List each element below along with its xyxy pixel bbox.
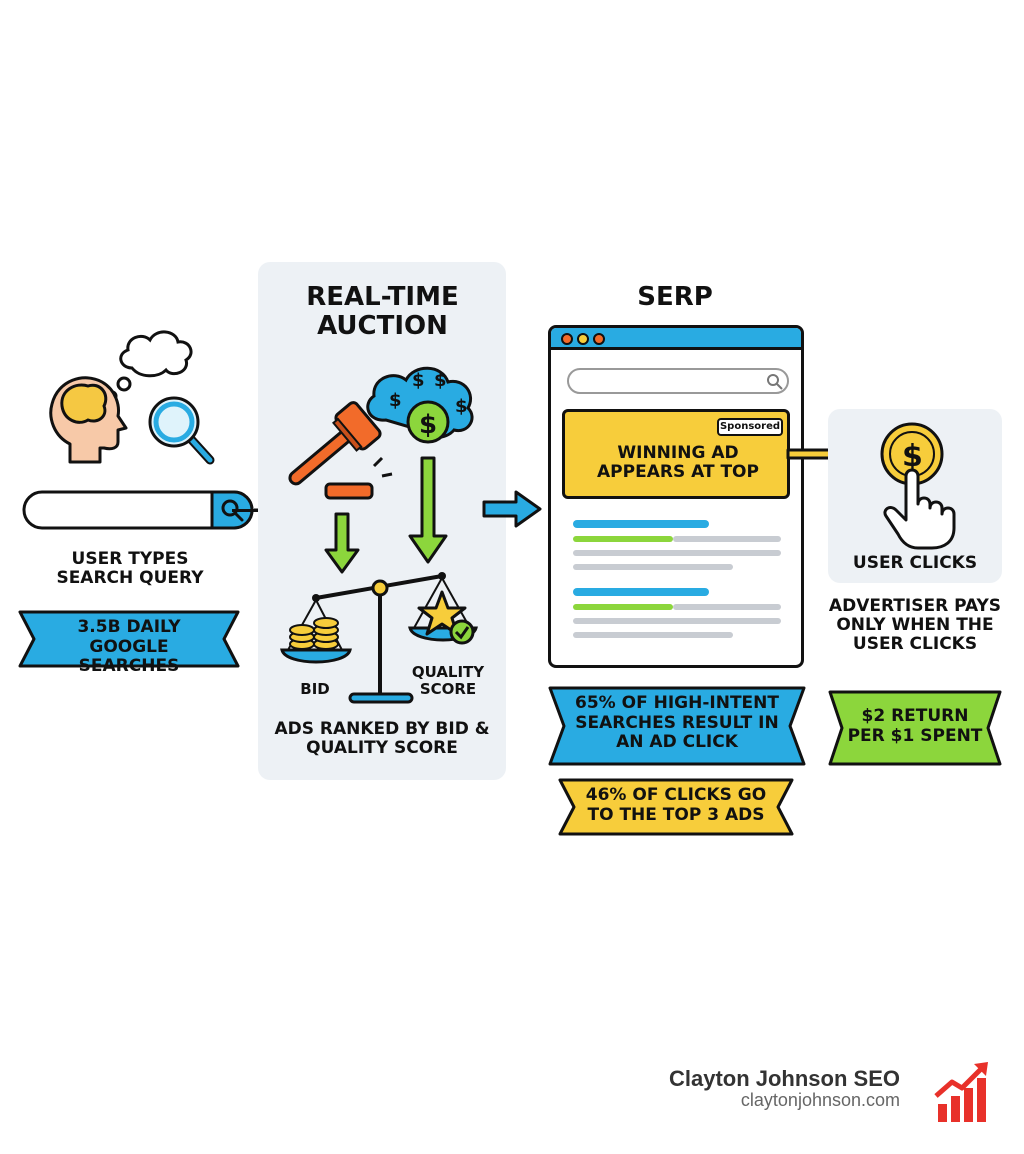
ribbon-shape — [828, 690, 1002, 766]
auction-title: REAL-TIME AUCTION — [306, 282, 459, 342]
ribbon-shape — [558, 778, 794, 836]
serp-stat-ribbon-1: 65% OF HIGH-INTENT SEARCHES RESULT IN AN… — [548, 686, 806, 766]
brand-url: claytonjohnson.com — [740, 1090, 900, 1110]
svg-text:$: $ — [902, 439, 923, 474]
brand-name: Clayton Johnson SEO — [668, 1066, 900, 1091]
window-dot-red — [561, 333, 573, 345]
result-text-line — [573, 550, 781, 556]
advertiser-note: ADVERTISER PAYS ONLY WHEN THE USER CLICK… — [828, 596, 1002, 655]
hand-pointer-icon[interactable] — [883, 468, 956, 550]
result-text-line — [673, 604, 781, 610]
svg-text:$: $ — [455, 396, 468, 417]
bid-label: BID — [300, 680, 330, 698]
growth-chart-logo-icon — [934, 1062, 988, 1122]
result-text-line — [573, 632, 733, 638]
result-title-line — [573, 588, 709, 596]
money-cloud-icon: $ $ $ $ $ — [366, 366, 474, 444]
coins-icon — [289, 617, 339, 650]
arrow-right-icon — [482, 490, 542, 528]
winning-ad-text: WINNING AD APPEARS AT TOP — [597, 443, 759, 483]
result-url-line — [573, 536, 673, 542]
serp-search-input[interactable] — [567, 368, 789, 394]
result-text-line — [573, 564, 733, 570]
serp-stat-ribbon-2: 46% OF CLICKS GO TO THE TOP 3 ADS — [558, 778, 794, 836]
ribbon-shape — [548, 686, 806, 766]
connector-line — [232, 509, 258, 512]
auction-illustration: $ $ $ $ $ — [280, 366, 478, 704]
result-title-line — [573, 520, 709, 528]
ribbon-shape — [18, 610, 240, 668]
user-clicks-caption: USER CLICKS — [852, 553, 978, 573]
head-icon — [49, 376, 128, 464]
search-icon[interactable] — [765, 372, 785, 392]
search-icon[interactable] — [221, 499, 244, 522]
window-dot-yellow — [577, 333, 589, 345]
arrow-down-icon — [408, 456, 448, 564]
browser-titlebar — [551, 328, 801, 350]
auction-caption: ADS RANKED BY BID & QUALITY SCORE — [274, 719, 490, 759]
step1-stat-ribbon: 3.5B DAILY GOOGLE SEARCHES — [18, 610, 240, 676]
arrow-down-icon — [324, 512, 360, 574]
svg-text:$: $ — [412, 370, 425, 391]
step1-stat: 3.5B DAILY GOOGLE SEARCHES — [77, 617, 181, 677]
result-text-line — [573, 618, 781, 624]
roi-stat-ribbon: $2 RETURN PER $1 SPENT — [828, 690, 1002, 766]
user-thinking-illustration — [49, 330, 215, 465]
quality-score-label: QUALITY SCORE — [411, 663, 485, 698]
star-check-icon — [417, 590, 475, 645]
click-illustration: $ — [880, 422, 956, 550]
serp-title: SERP — [637, 282, 713, 312]
magnifier-icon — [148, 396, 215, 465]
window-dot-orange — [593, 333, 605, 345]
svg-text:$: $ — [419, 410, 437, 440]
roi-stat: $2 RETURN PER $1 SPENT — [847, 706, 983, 746]
step1-caption: USER TYPES SEARCH QUERY — [56, 549, 204, 589]
serp-stat-1: 65% OF HIGH-INTENT SEARCHES RESULT IN AN… — [575, 693, 779, 753]
gavel-icon — [288, 401, 393, 500]
search-bar[interactable] — [22, 488, 262, 534]
coin-icon: $ — [880, 422, 944, 486]
sponsored-badge: Sponsored — [717, 418, 783, 436]
result-url-line — [573, 604, 673, 610]
serp-stat-2: 46% OF CLICKS GO TO THE TOP 3 ADS — [585, 785, 767, 825]
svg-text:$: $ — [434, 370, 447, 391]
result-text-line — [673, 536, 781, 542]
thought-bubble-icon — [106, 330, 193, 402]
svg-text:$: $ — [389, 390, 402, 411]
balance-scale-icon — [280, 572, 478, 704]
winning-ad-box[interactable]: Sponsored WINNING AD APPEARS AT TOP — [562, 409, 790, 499]
